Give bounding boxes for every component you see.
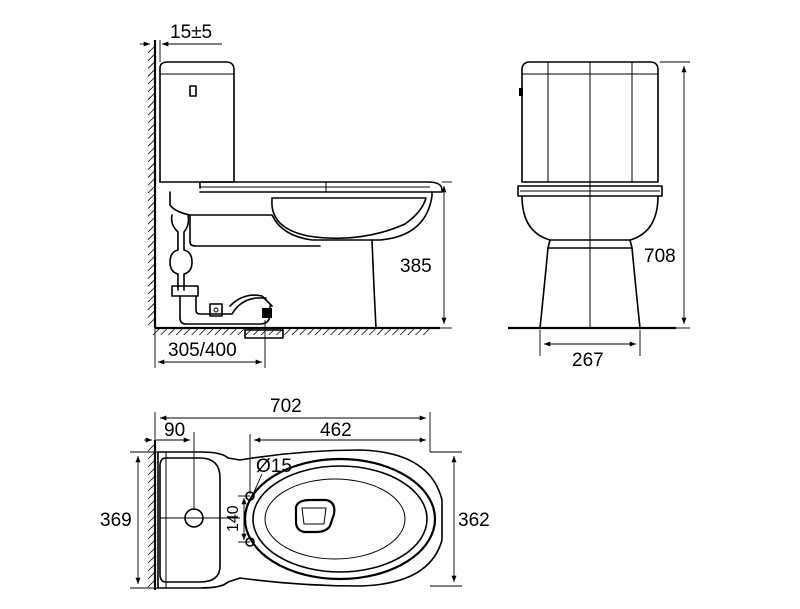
dim-wall-offset: 15±5 xyxy=(140,22,222,62)
dim-base-width: 267 xyxy=(539,330,641,371)
label-base-width: 267 xyxy=(572,350,604,371)
dim-total-height: 708 xyxy=(644,61,690,329)
dim-total-length: 702 xyxy=(154,396,431,452)
outlet-flange-icon xyxy=(262,308,272,318)
tank-front-outline xyxy=(521,61,659,183)
dim-rough-in: 305/400 xyxy=(154,320,266,368)
flush-lever-icon xyxy=(519,88,523,96)
dim-hole-spacing: 140 xyxy=(225,495,250,543)
floor-hatching xyxy=(152,326,440,336)
dim-bowl-width: 362 xyxy=(430,451,490,587)
bowl-side-outline xyxy=(169,191,433,241)
bowl-front-outline xyxy=(521,195,659,241)
label-wall-offset: 15±5 xyxy=(170,22,212,43)
label-total-length: 702 xyxy=(270,396,302,417)
pedestal-side xyxy=(371,239,377,329)
side-view: 15±5 385 305/400 xyxy=(140,22,452,368)
label-seat-height: 385 xyxy=(400,256,432,277)
dim-tank-width: 369 xyxy=(100,451,158,589)
seat-ring xyxy=(243,457,437,581)
dim-bowl-length: 462 xyxy=(249,420,426,494)
drain-opening xyxy=(294,498,336,534)
label-hole-spacing: 140 xyxy=(225,505,242,532)
tank-side-outline xyxy=(159,61,235,183)
label-rough-in: 305/400 xyxy=(168,340,237,361)
label-tank-depth: 90 xyxy=(164,420,185,441)
front-view: 708 267 xyxy=(508,61,690,371)
pedestal-front xyxy=(539,247,641,329)
label-total-height: 708 xyxy=(644,246,676,267)
top-outline xyxy=(157,449,443,589)
label-bowl-width: 362 xyxy=(458,510,490,531)
dim-tank-depth: 90 xyxy=(144,420,195,510)
flush-button-icon xyxy=(189,85,197,97)
label-tank-width: 369 xyxy=(100,510,132,531)
label-bowl-length: 462 xyxy=(320,420,352,441)
label-hole-diameter: Ø15 xyxy=(256,456,292,477)
tank-top xyxy=(159,457,221,583)
dim-seat-height: 385 xyxy=(400,181,452,329)
wall-hatching xyxy=(147,40,157,328)
top-view: Ø15 140 702 462 90 xyxy=(100,396,490,590)
trapway-pipe xyxy=(169,214,284,339)
dim-hole-diameter: Ø15 xyxy=(253,456,292,493)
